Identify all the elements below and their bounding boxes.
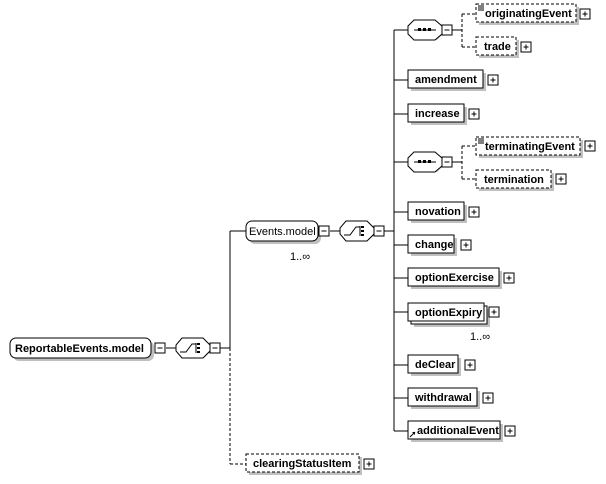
change-expand-button[interactable] <box>460 239 472 251</box>
root-sequence-compositor <box>175 337 212 359</box>
increase-expand-button[interactable] <box>468 108 480 120</box>
terminating-event-expand-button[interactable] <box>584 140 596 152</box>
option-expiry-expand-button[interactable] <box>488 306 500 318</box>
root-group-node[interactable]: ReportableEvents.model <box>9 337 154 361</box>
declear-label: deClear <box>415 359 456 371</box>
sequence-compositor-2 <box>407 151 444 173</box>
events-model-group-node[interactable]: Events.model <box>245 220 321 244</box>
reference-arrow-icon <box>409 431 416 438</box>
choice-compositor <box>339 220 376 242</box>
clearing-status-item-label: clearingStatusItem <box>253 458 352 470</box>
element-increase[interactable]: increase <box>407 103 467 125</box>
element-amendment[interactable]: amendment <box>407 69 486 91</box>
option-expiry-label: optionExpiry <box>415 307 483 319</box>
novation-expand-button[interactable] <box>468 206 480 218</box>
attributes-icon <box>478 138 484 144</box>
element-change[interactable]: change <box>407 234 457 256</box>
events-model-label: Events.model <box>249 226 316 238</box>
clearing-status-item-expand-button[interactable] <box>363 458 375 470</box>
element-novation[interactable]: novation <box>407 201 467 223</box>
withdrawal-expand-button[interactable] <box>482 392 494 404</box>
connectors <box>166 13 476 465</box>
root-collapse-button[interactable] <box>154 342 166 354</box>
attributes-icon <box>478 5 484 11</box>
additional-event-label: additionalEvent <box>417 425 499 437</box>
element-option-expiry[interactable]: optionExpiry <box>407 302 490 327</box>
element-originating-event[interactable]: originatingEvent <box>475 3 579 25</box>
element-termination[interactable]: termination <box>475 169 554 191</box>
element-trade[interactable]: trade <box>475 36 519 58</box>
change-label: change <box>415 239 454 251</box>
option-expiry-cardinality: 1..∞ <box>470 331 490 343</box>
sequence-compositor-1 <box>407 19 444 41</box>
novation-label: novation <box>415 206 461 218</box>
termination-expand-button[interactable] <box>555 173 567 185</box>
option-exercise-label: optionExercise <box>415 272 494 284</box>
events-model-collapse-button[interactable] <box>318 225 330 237</box>
root-group-label: ReportableEvents.model <box>15 343 144 355</box>
originating-event-label: originatingEvent <box>485 8 572 20</box>
element-withdrawal[interactable]: withdrawal <box>407 387 480 409</box>
trade-expand-button[interactable] <box>520 41 532 53</box>
element-terminating-event[interactable]: terminatingEvent <box>475 136 583 158</box>
increase-label: increase <box>415 108 460 120</box>
sequence-1-collapse-button[interactable] <box>441 24 453 36</box>
element-additional-event[interactable]: additionalEvent <box>407 420 503 442</box>
additional-event-expand-button[interactable] <box>504 425 516 437</box>
element-clearing-status-item[interactable]: clearingStatusItem <box>245 453 362 475</box>
amendment-label: amendment <box>415 74 477 86</box>
amendment-expand-button[interactable] <box>487 74 499 86</box>
originating-event-expand-button[interactable] <box>579 8 591 20</box>
termination-label: termination <box>484 174 544 186</box>
choice-collapse-button[interactable] <box>373 225 385 237</box>
option-exercise-expand-button[interactable] <box>503 272 515 284</box>
sequence-2-collapse-button[interactable] <box>441 156 453 168</box>
terminating-event-label: terminatingEvent <box>485 141 575 153</box>
root-sequence-collapse-button[interactable] <box>209 342 221 354</box>
trade-label: trade <box>484 41 511 53</box>
element-option-exercise[interactable]: optionExercise <box>407 267 502 289</box>
events-model-cardinality: 1..∞ <box>290 251 310 263</box>
element-declear[interactable]: deClear <box>407 354 461 376</box>
withdrawal-label: withdrawal <box>414 392 472 404</box>
declear-expand-button[interactable] <box>464 359 476 371</box>
